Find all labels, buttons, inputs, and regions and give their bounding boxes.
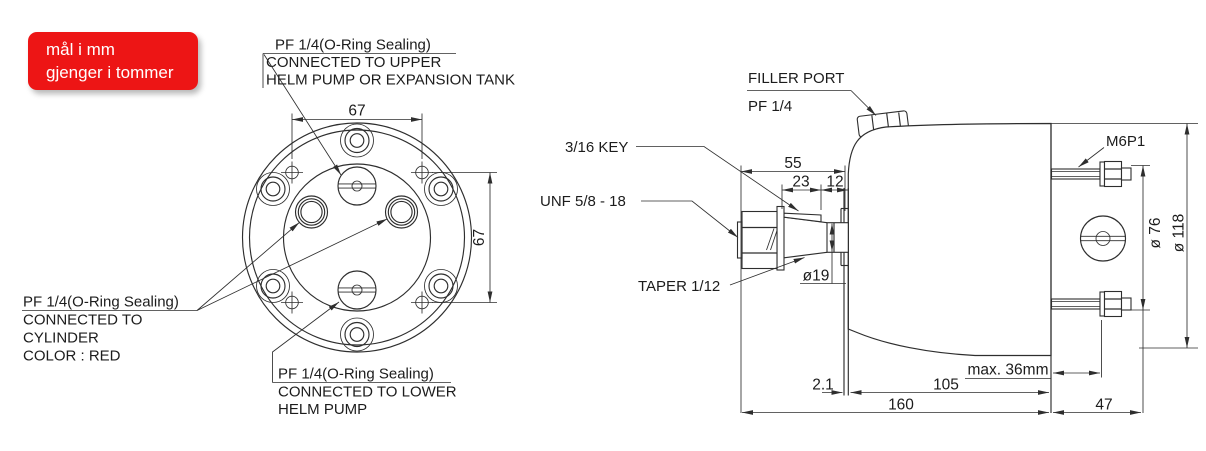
bolt-hole [281,291,303,314]
label-cylinder-line2: CONNECTED TO [23,312,142,329]
bolt-holes-crosshair [281,161,433,314]
label-cylinder-line1: PF 1/4(O-Ring Sealing) [23,294,179,311]
dim-12-value: 12 [826,174,843,191]
label-filler-line2: PF 1/4 [748,98,792,115]
mounting-stud-bottom [1050,290,1132,318]
units-note-badge: mål i mm gjenger i tommer [28,32,198,90]
dim-plate-thickness-value: 2.1 [812,377,834,394]
label-upper-line2: CONNECTED TO UPPER [266,54,441,71]
dimension-105: 105 [850,377,1049,395]
units-note-line1: mål i mm [46,40,115,59]
label-cylinder-line4: COLOR : RED [23,348,121,365]
label-cylinder-port: PF 1/4(O-Ring Sealing) CONNECTED TO CYLI… [22,218,388,365]
pump-body [847,122,1052,357]
label-stud-thread: M6P1 [1078,133,1145,168]
label-taper: TAPER 1/12 [638,257,805,295]
cylinder-ports [294,195,419,229]
dim-front-height-value: 67 [471,229,488,246]
label-filler-port: FILLER PORT PF 1/4 [747,70,877,116]
mounting-lug [340,317,374,352]
mounting-lugs [256,123,458,352]
label-filler-line1: FILLER PORT [748,70,844,87]
dim-160-value: 160 [888,397,914,414]
label-lower-port: PF 1/4(O-Ring Sealing) CONNECTED TO LOWE… [272,301,457,418]
dim-shaft-diameter-value: ø19 [803,268,830,285]
bolt-hole [281,161,303,184]
mounting-lug [256,172,290,206]
dimension-flange-diameter: ø 118 [1051,123,1198,349]
cylinder-port-right [384,195,419,229]
dimension-55: 55 [740,155,846,413]
label-thread-text: UNF 5/8 - 18 [540,193,626,210]
label-key-text: 3/16 KEY [565,139,628,156]
bolt-hole [411,161,433,184]
dimension-stud-circle: ø 76 [1131,165,1164,413]
label-stud-text: M6P1 [1106,133,1145,150]
dimension-47: 47 [1053,397,1141,415]
dim-47-value: 47 [1095,397,1112,414]
cylinder-port-left [294,195,329,229]
label-upper-port: PF 1/4(O-Ring Sealing) CONNECTED TO UPPE… [262,37,515,176]
shaft-cylinder [826,222,849,253]
shaft-hex-nut [741,210,778,270]
mounting-lug [424,269,458,303]
dim-23-value: 23 [792,174,809,191]
dim-105-value: 105 [933,377,959,394]
upper-helm-port [337,166,377,206]
dim-flange-diameter-value: ø 118 [1171,214,1188,253]
dimension-panel-thickness: max. 36mm [965,320,1102,379]
flange-body-circles [241,122,473,353]
dim-55-value: 55 [784,155,801,172]
label-taper-text: TAPER 1/12 [638,278,720,295]
flange-plate [843,188,849,396]
dimension-shaft-diameter: ø19 [800,223,846,285]
mounting-lug [424,172,458,206]
side-view: FILLER PORT PF 1/4 3/16 KEY UNF 5/8 - 18… [540,70,1198,415]
label-thread: UNF 5/8 - 18 [540,193,739,238]
shaft-key [783,212,822,223]
shaft-end-cap [736,221,743,259]
dim-front-width-value: 67 [348,103,365,120]
tapered-shaft [783,216,828,259]
dimension-12: 12 [821,174,848,193]
mounting-lug [340,123,374,158]
label-cylinder-line3: CYLINDER [23,330,99,347]
dimension-front-height: 67 [432,172,497,303]
dimension-plate-thickness: 2.1 [812,377,843,395]
mounting-lug [256,269,290,303]
rear-slotted-port [1079,215,1127,262]
label-upper-line3: HELM PUMP OR EXPANSION TANK [266,72,515,89]
label-lower-line2: CONNECTED TO LOWER [278,384,457,401]
dim-panel-thickness-value: max. 36mm [968,362,1049,379]
units-note-line2: gjenger i tommer [46,63,174,82]
label-key: 3/16 KEY [565,139,799,212]
bolt-hole [411,291,433,314]
shaft-assembly [736,205,849,271]
dimension-front-width: 67 [291,103,423,159]
dim-stud-circle-value: ø 76 [1147,217,1164,248]
label-lower-line1: PF 1/4(O-Ring Sealing) [278,366,434,383]
mounting-stud-top [1050,160,1132,188]
label-lower-line3: HELM PUMP [278,401,367,418]
dimension-160: 160 [742,397,1049,415]
lower-helm-port [337,270,377,310]
front-view: 67 67 PF 1/4(O-Ring Sealing) CONNECTED T… [22,37,515,418]
shaft-washer [776,205,785,271]
dimension-23: 23 [781,174,822,210]
label-upper-line1: PF 1/4(O-Ring Sealing) [275,37,431,54]
